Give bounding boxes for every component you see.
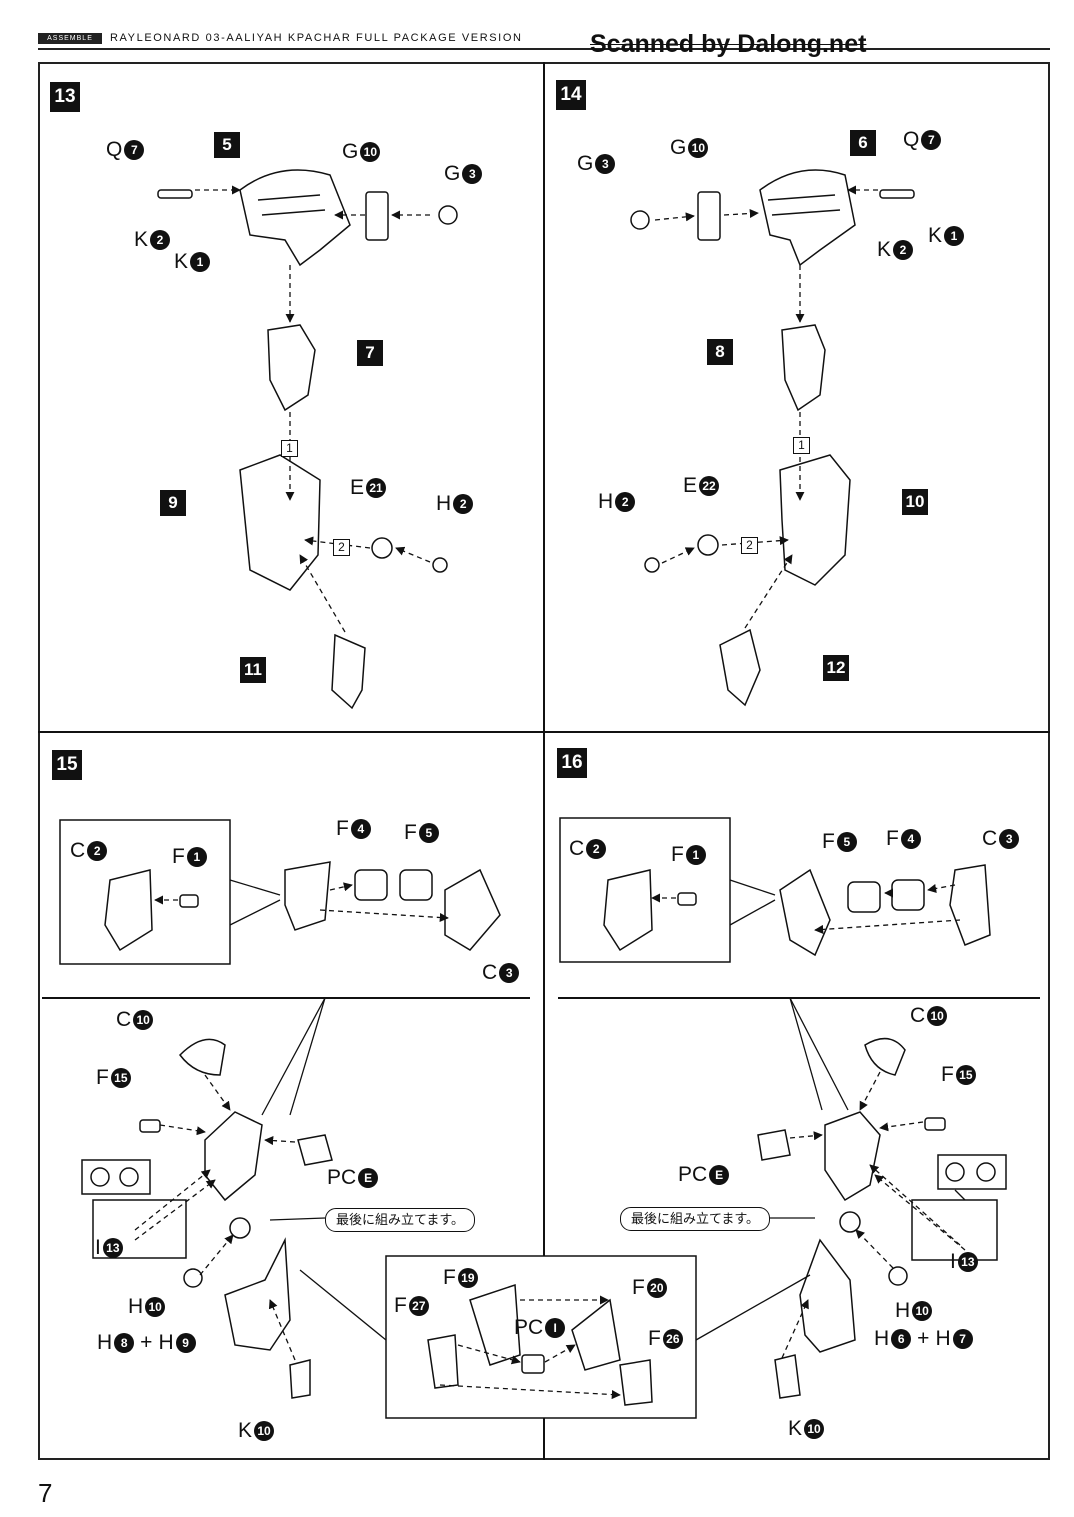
part-box-9: 9	[160, 490, 186, 516]
part-box-10: 10	[902, 489, 928, 515]
sequence-1-s14: 1	[793, 437, 810, 454]
assemble-tag: ASSEMBLE	[38, 33, 102, 44]
sequence-2-s14: 2	[741, 537, 758, 554]
step-14-badge: 14	[556, 80, 586, 110]
sequence-2-s13: 2	[333, 539, 350, 556]
step14-parts	[630, 169, 915, 707]
assemble-last-note-s15: 最後に組み立てます。	[325, 1208, 476, 1232]
part-box-5: 5	[214, 132, 240, 158]
part-box-11: 11	[240, 657, 266, 683]
sequence-1-s13: 1	[281, 440, 298, 457]
step-13-badge: 13	[50, 82, 80, 112]
part-box-8: 8	[707, 339, 733, 365]
part-box-7: 7	[357, 340, 383, 366]
part-box-12: 12	[823, 655, 849, 681]
page-number: 7	[38, 1478, 53, 1508]
scan-watermark: Scanned by Dalong.net	[590, 30, 867, 58]
step-15-badge: 15	[52, 750, 82, 780]
step-16-badge: 16	[557, 748, 587, 778]
header-rule	[38, 48, 1050, 50]
assemble-last-note-s16: 最後に組み立てます。	[620, 1207, 771, 1231]
kit-title: RAYLEONARD 03-AALIYAH KPACHAR FULL PACKA…	[110, 32, 523, 44]
part-box-6: 6	[850, 130, 876, 156]
